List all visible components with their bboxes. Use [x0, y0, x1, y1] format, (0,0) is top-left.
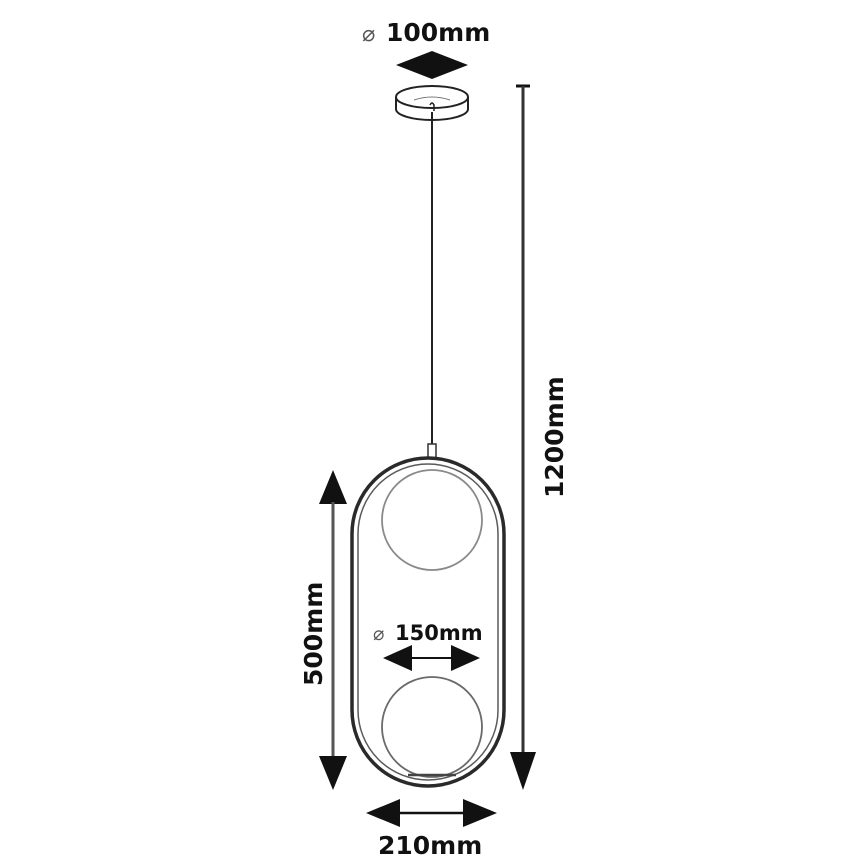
total-height-arrow-icon: [510, 84, 536, 790]
globe-diameter-label: ⌀ 150mm: [373, 621, 483, 645]
bottom-glass-globe: [381, 676, 483, 778]
cord-connector: [427, 443, 437, 459]
ceiling-canopy: [395, 85, 469, 121]
canopy-diameter-value: 100mm: [386, 18, 490, 47]
canopy-diameter-label: ⌀ 100mm: [362, 18, 490, 47]
total-height-value: 1200mm: [540, 376, 569, 498]
globe-width-arrow-icon: [383, 645, 480, 671]
ring-height-value: 500mm: [299, 582, 328, 686]
oval-ring-frame: [350, 456, 506, 788]
ring-width-value: 210mm: [378, 831, 482, 860]
canopy-width-arrow-icon: [396, 51, 468, 79]
top-glass-globe: [381, 469, 483, 571]
diameter-symbol-icon: ⌀: [373, 623, 384, 645]
diameter-symbol-icon: ⌀: [362, 22, 375, 47]
ring-width-arrow-icon: [366, 799, 497, 827]
globe-diameter-value: 150mm: [395, 621, 483, 645]
ring-height-arrow-icon: [319, 470, 347, 790]
